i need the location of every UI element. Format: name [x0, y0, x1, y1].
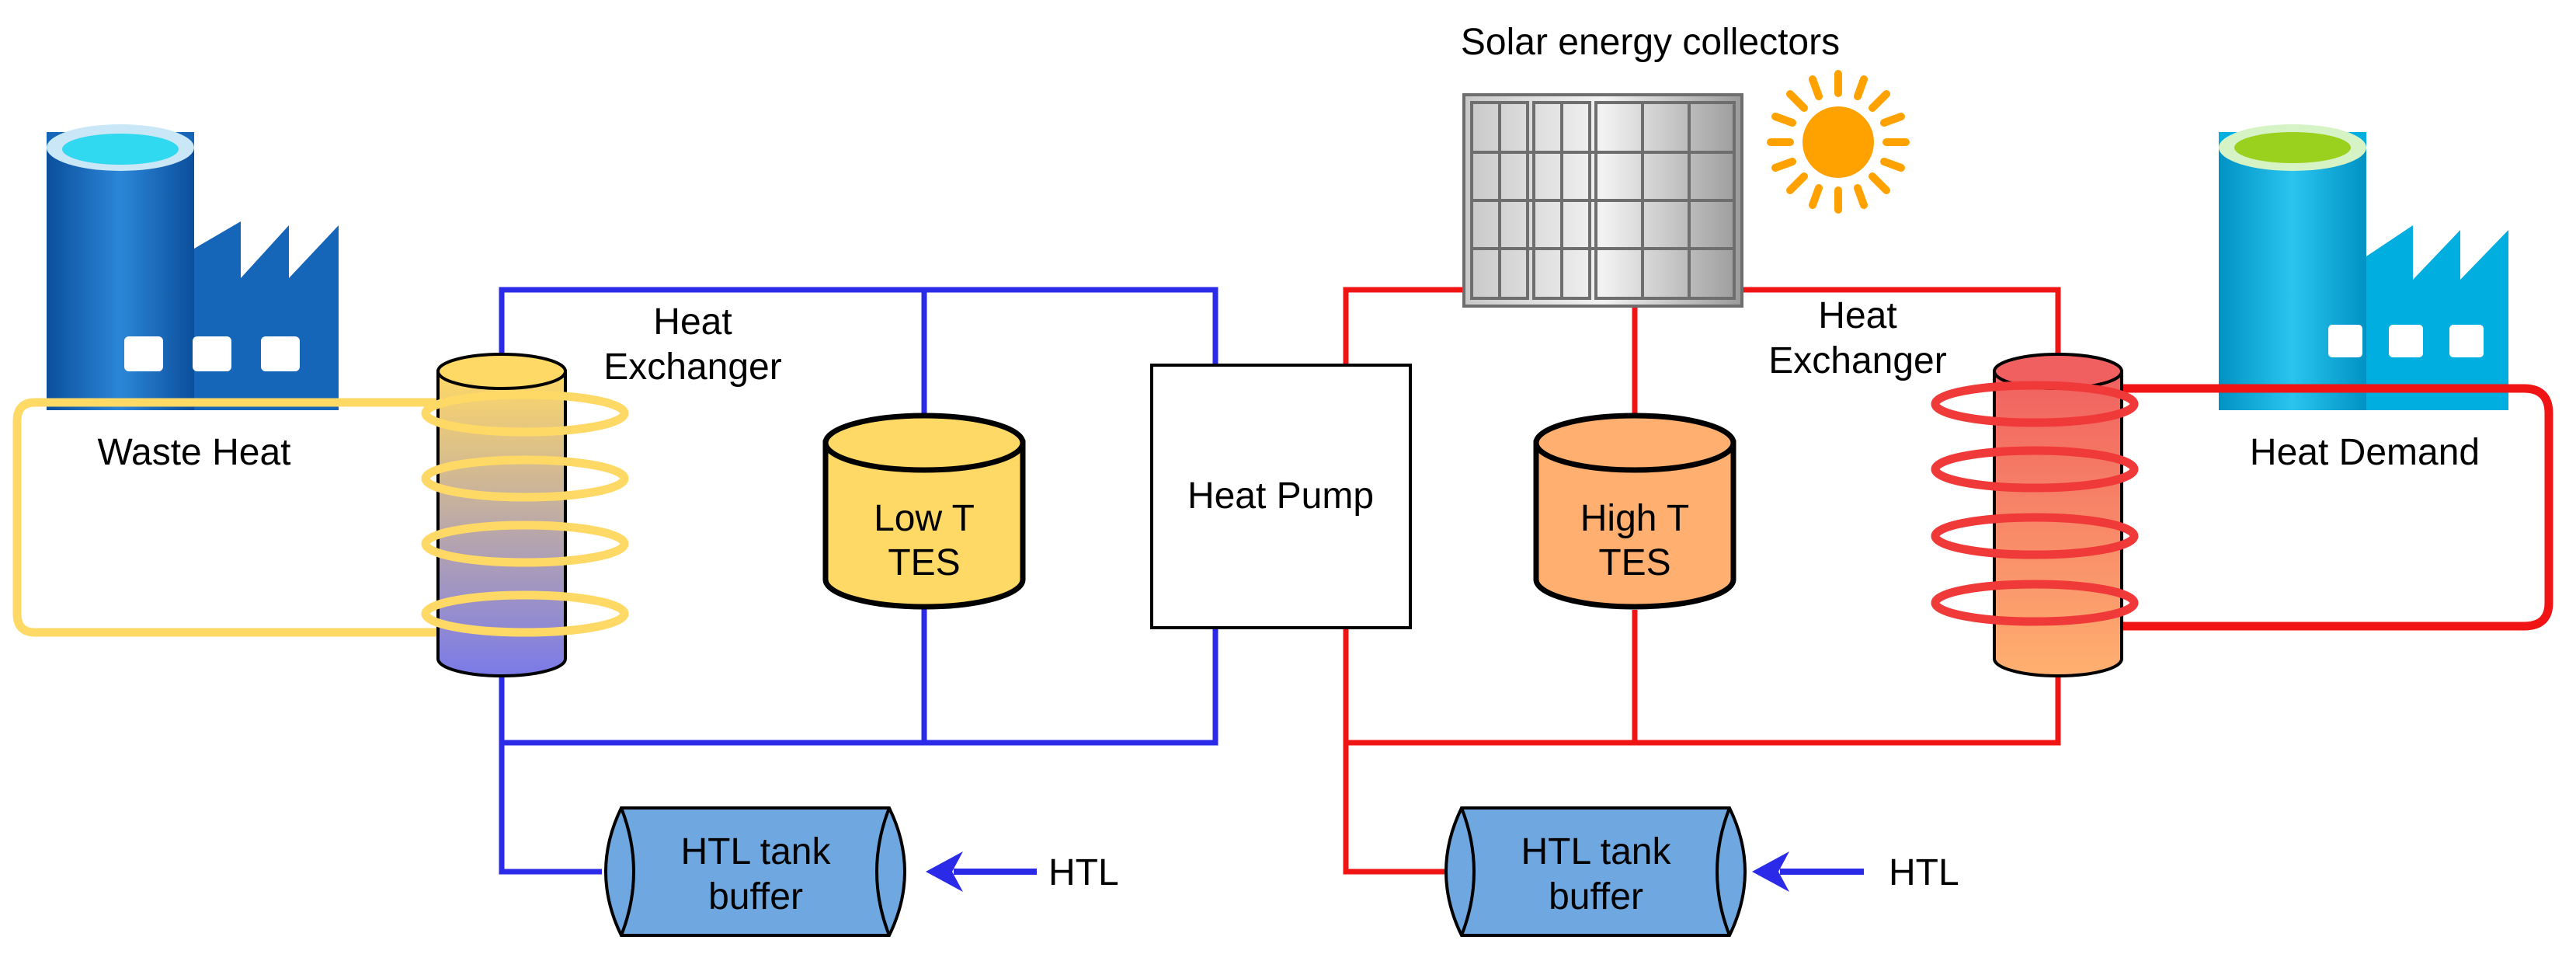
right-hx-label-line2: Exchanger [1768, 340, 1946, 381]
right-hx-coil [1931, 381, 2139, 626]
heat-demand-label: Heat Demand [2250, 432, 2480, 473]
solar-label: Solar energy collectors [1461, 22, 1840, 63]
htl-right-label: HTL [1889, 852, 1959, 893]
right-buffer-label-line1: HTL tank [1521, 831, 1672, 872]
waste-heat-factory-icon [47, 124, 339, 410]
solar-panel-icon [1462, 93, 1743, 308]
left-hx-label-line2: Exchanger [603, 346, 781, 388]
htl-left-arrow [926, 851, 1037, 892]
right-htl-tank-buffer [1444, 806, 1747, 937]
cold-loop-pipes [499, 287, 1218, 875]
left-buffer-label-line2: buffer [708, 876, 803, 917]
low-t-tes-tank [822, 413, 1026, 610]
right-hx-label-line1: Heat [1818, 295, 1896, 336]
high-tes-label-line2: TES [1598, 542, 1670, 583]
low-tes-label-line1: Low T [874, 498, 975, 539]
heat-demand-factory-icon [2219, 124, 2508, 410]
low-tes-label-line2: TES [888, 542, 960, 583]
left-htl-tank-buffer [604, 806, 906, 937]
heat-pump-label: Heat Pump [1187, 475, 1374, 517]
waste-heat-label: Waste Heat [98, 432, 291, 473]
left-hx-label-line1: Heat [653, 301, 732, 343]
high-t-tes-tank [1533, 413, 1736, 610]
high-tes-label-line1: High T [1580, 498, 1690, 539]
heat-pump-box [1150, 364, 1412, 629]
htl-left-label: HTL [1048, 852, 1119, 893]
left-buffer-label-line1: HTL tank [681, 831, 832, 872]
right-buffer-label-line2: buffer [1549, 876, 1643, 917]
left-hx-coil [421, 390, 629, 637]
sun-icon [1767, 70, 1910, 214]
waste-heat-loop [12, 398, 458, 637]
left-heat-exchanger [421, 353, 629, 677]
right-heat-exchanger [1931, 353, 2139, 677]
htl-right-arrow [1752, 851, 1864, 892]
heat-demand-loop [2058, 384, 2553, 631]
